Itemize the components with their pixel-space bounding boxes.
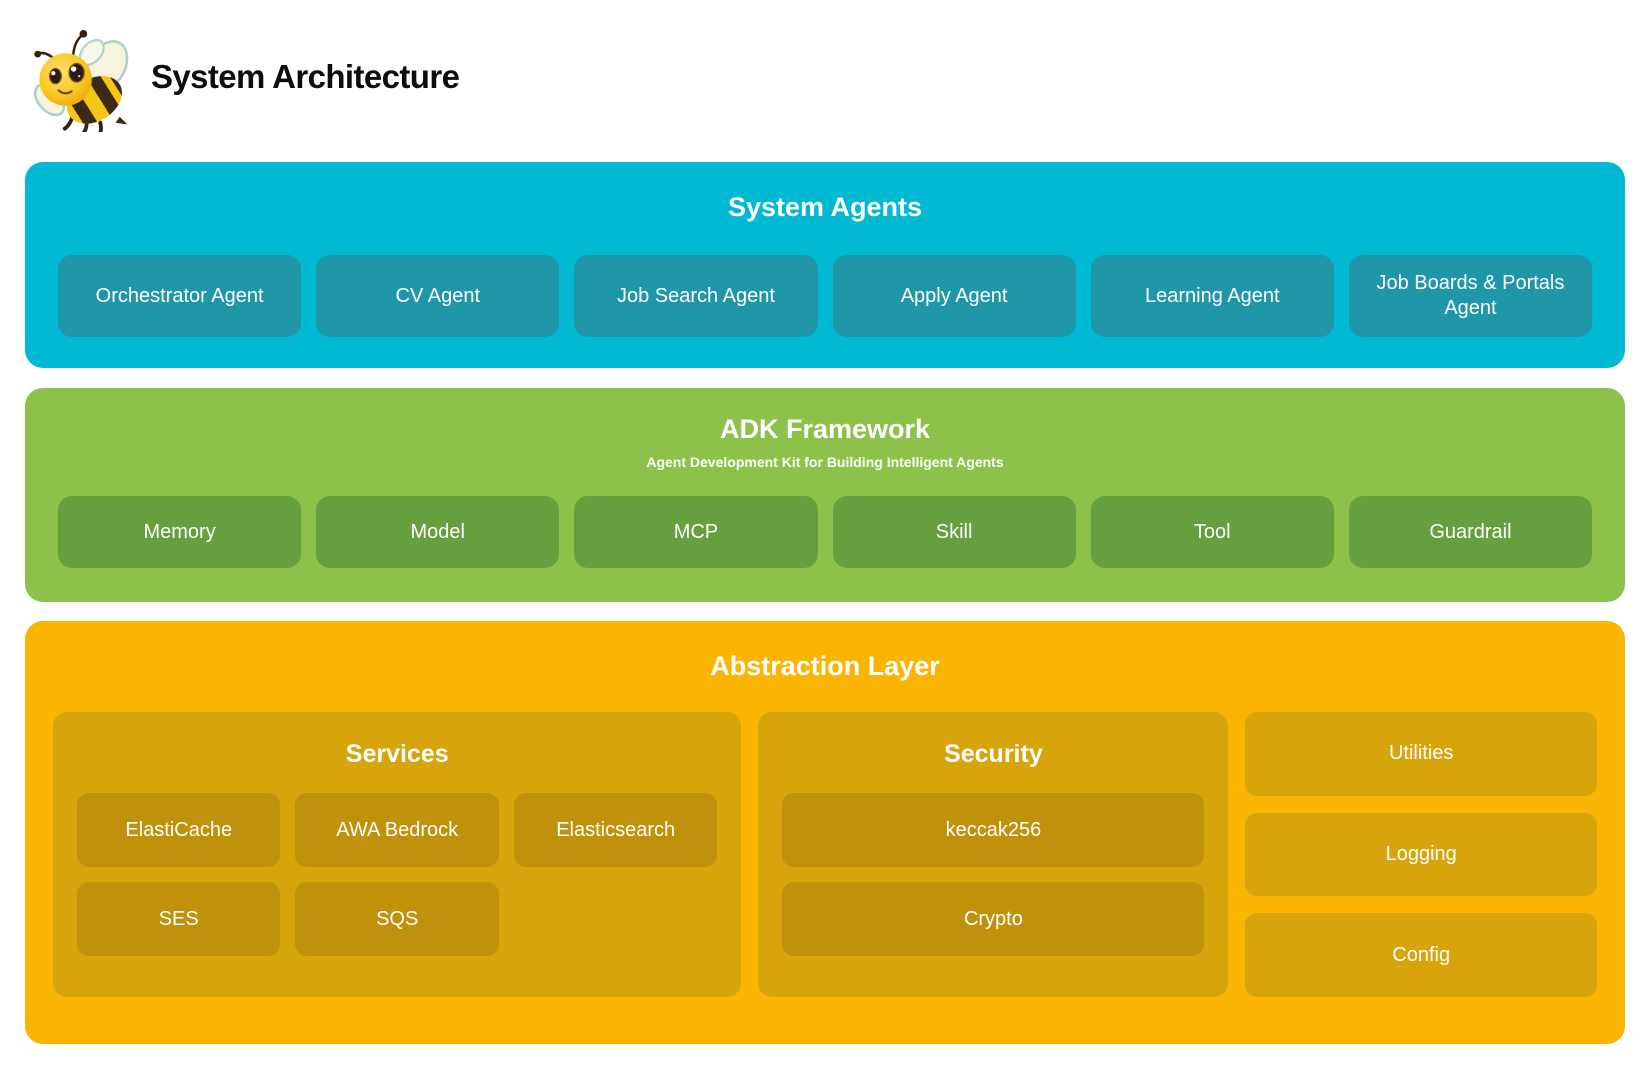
service-box-elasticsearch: Elasticsearch [513, 793, 718, 868]
page: System Architecture System Agents Orches… [25, 0, 1625, 1044]
adk-box-mcp: MCP [574, 496, 818, 569]
agent-box-apply: Apply Agent [832, 255, 1076, 338]
agent-box-orchestrator: Orchestrator Agent [58, 255, 302, 338]
agent-box-learning: Learning Agent [1090, 255, 1334, 338]
adk-box-model: Model [316, 496, 560, 569]
services-group: Services ElastiCache AWA Bedrock Elastic… [53, 712, 742, 998]
abstraction-content: Services ElastiCache AWA Bedrock Elastic… [53, 712, 1597, 998]
service-box-ses: SES [77, 882, 281, 957]
services-title: Services [345, 740, 449, 769]
security-box-keccak256: keccak256 [782, 793, 1205, 868]
security-group: Security keccak256 Crypto [758, 712, 1229, 998]
adk-framework-title: ADK Framework [719, 414, 931, 444]
utilities-column: Utilities Logging Config [1245, 712, 1597, 998]
adk-framework-subtitle: Agent Development Kit for Building Intel… [646, 454, 1004, 471]
adk-box-row: Memory Model MCP Skill Tool Guardrail [58, 496, 1593, 569]
system-agents-title: System Agents [727, 192, 923, 222]
utility-box-logging: Logging [1245, 812, 1597, 897]
system-agents-box-row: Orchestrator Agent CV Agent Job Search A… [58, 255, 1593, 338]
service-box-sqs: SQS [295, 882, 499, 957]
security-box-crypto: Crypto [782, 882, 1205, 957]
abstraction-layer: Abstraction Layer Services ElastiCache A… [25, 621, 1625, 1044]
service-box-awa-bedrock: AWA Bedrock [295, 793, 499, 868]
bee-mascot-icon [25, 22, 135, 137]
header: System Architecture [25, 0, 1625, 150]
agent-box-cv: CV Agent [316, 255, 560, 338]
agent-box-job-search: Job Search Agent [574, 255, 818, 338]
system-agents-layer: System Agents Orchestrator Agent CV Agen… [25, 162, 1625, 368]
security-stack: keccak256 Crypto [782, 793, 1205, 957]
utility-box-utilities: Utilities [1245, 712, 1597, 796]
agent-box-job-boards-portals: Job Boards & Portals Agent [1348, 255, 1593, 338]
utility-box-config: Config [1245, 913, 1597, 998]
services-grid: ElastiCache AWA Bedrock Elasticsearch SE… [77, 793, 718, 957]
adk-box-skill: Skill [832, 496, 1076, 569]
adk-box-memory: Memory [58, 496, 302, 569]
adk-framework-layer: ADK Framework Agent Development Kit for … [25, 388, 1625, 602]
page-title: System Architecture [151, 58, 460, 95]
security-title: Security [944, 740, 1043, 769]
adk-box-tool: Tool [1090, 496, 1334, 569]
abstraction-layer-title: Abstraction Layer [710, 651, 940, 681]
adk-box-guardrail: Guardrail [1348, 496, 1593, 569]
service-box-elasticache: ElastiCache [77, 793, 281, 868]
